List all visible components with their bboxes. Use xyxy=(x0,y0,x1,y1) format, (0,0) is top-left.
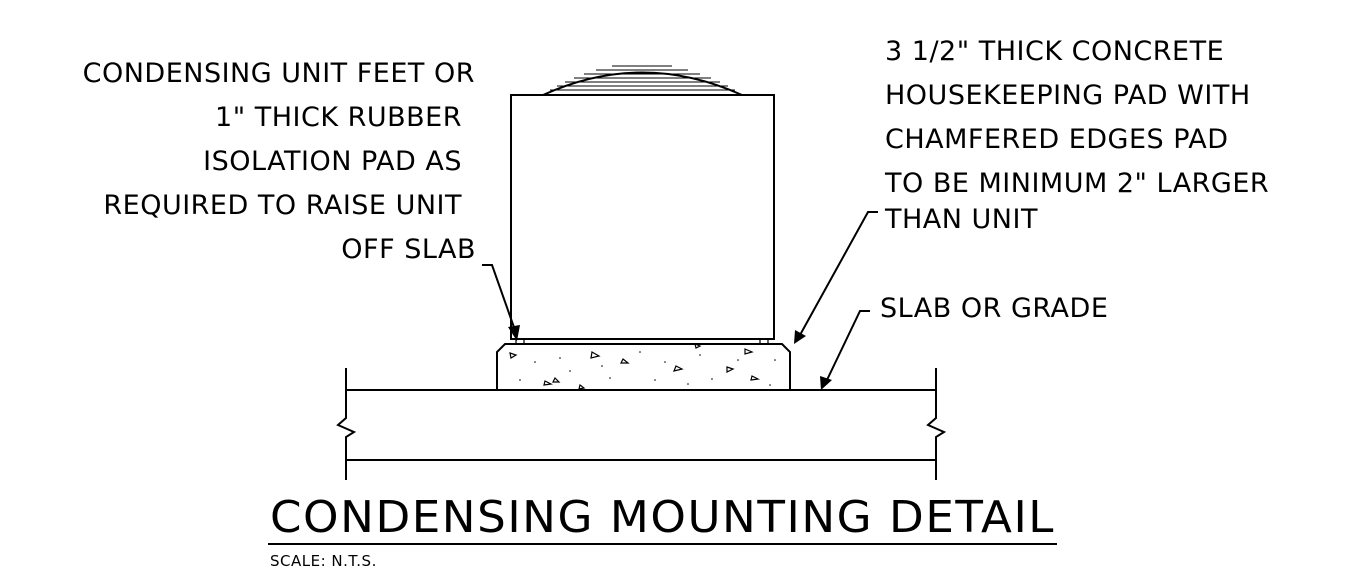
concrete-aggregate xyxy=(509,343,760,390)
note-left-line: OFF SLAB xyxy=(341,234,476,265)
leader-arrow-right xyxy=(794,330,806,344)
note-right-line: CHAMFERED EDGES PAD xyxy=(885,124,1229,155)
note-left-line: ISOLATION PAD AS xyxy=(203,146,462,177)
note-left: CONDENSING UNIT FEET OR 1" THICK RUBBER … xyxy=(83,58,476,265)
note-left-line: CONDENSING UNIT FEET OR xyxy=(83,58,475,89)
scale-label: SCALE: N.T.S. xyxy=(270,552,377,570)
note-slab: SLAB OR GRADE xyxy=(880,293,1108,324)
leader-arrow-slab xyxy=(820,376,832,390)
note-right: 3 1/2" THICK CONCRETE HOUSEKEEPING PAD W… xyxy=(884,36,1269,235)
note-left-line: 1" THICK RUBBER xyxy=(215,102,462,133)
condensing-unit xyxy=(510,65,775,345)
unit-fan-dome xyxy=(542,71,743,96)
dome-hatching xyxy=(550,65,735,91)
detail-title: CONDENSING MOUNTING DETAIL xyxy=(270,492,1055,543)
note-right-line: TO BE MINIMUM 2" LARGER xyxy=(884,168,1269,199)
slab-break-left xyxy=(336,368,357,480)
note-left-line: REQUIRED TO RAISE UNIT xyxy=(103,190,462,221)
slab-break-right xyxy=(926,368,947,480)
leader-arrow-left xyxy=(508,325,520,341)
housekeeping-pad xyxy=(496,343,791,390)
note-right-line: THAN UNIT xyxy=(884,204,1038,235)
note-right-line: HOUSEKEEPING PAD WITH xyxy=(885,80,1251,111)
note-right-line: 3 1/2" THICK CONCRETE xyxy=(885,36,1224,67)
unit-cabinet xyxy=(510,94,775,340)
slab xyxy=(336,368,947,480)
leader-lines xyxy=(482,211,878,390)
concrete-speckle xyxy=(519,351,776,386)
